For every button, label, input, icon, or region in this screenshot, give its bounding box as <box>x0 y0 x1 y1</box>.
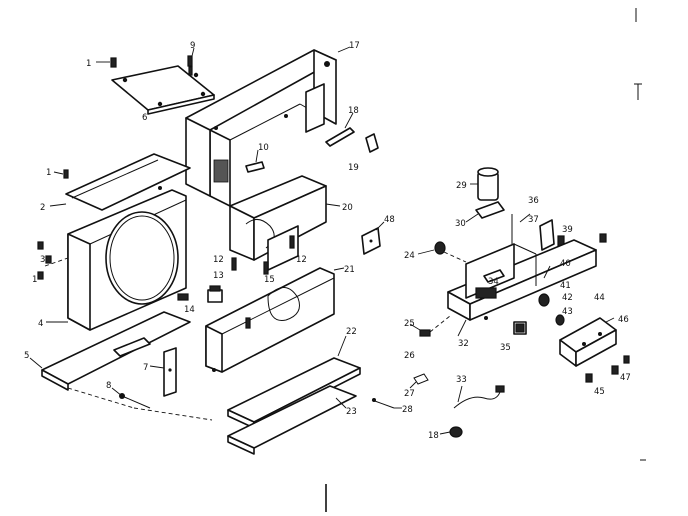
part-pin-28 <box>371 398 402 409</box>
label-7: 7 <box>143 363 148 373</box>
label-28: 28 <box>402 405 413 415</box>
label-18b: 18 <box>428 431 439 441</box>
label-20: 20 <box>342 203 353 213</box>
label-40: 40 <box>560 259 571 269</box>
label-45: 45 <box>594 387 605 397</box>
part-bracket-7 <box>149 347 177 397</box>
label-15: 15 <box>264 275 275 285</box>
part-base-pan-5 <box>29 311 213 421</box>
part-plate-48 <box>361 221 385 255</box>
label-43: 43 <box>562 307 573 317</box>
label-30: 30 <box>455 219 466 229</box>
part-switch-34 <box>483 269 505 283</box>
label-10: 10 <box>258 143 269 153</box>
part-screws-45-47 <box>585 355 630 383</box>
label-23: 23 <box>346 407 357 417</box>
label-4: 4 <box>38 319 43 329</box>
part-control-panel-46 <box>559 317 617 367</box>
part-clip-27 <box>409 373 429 389</box>
part-partition-21 <box>205 267 345 373</box>
label-35: 35 <box>500 343 511 353</box>
part-relay-35 <box>513 321 527 335</box>
label-19: 19 <box>348 163 359 173</box>
label-24: 24 <box>404 251 415 261</box>
label-41: 41 <box>560 281 571 291</box>
label-37: 37 <box>528 215 539 225</box>
part-shroud-front <box>46 189 187 331</box>
label-12: 12 <box>213 255 224 265</box>
label-46: 46 <box>618 315 629 325</box>
part-compressor-29 <box>470 167 499 201</box>
label-17: 17 <box>349 41 360 51</box>
label-26: 26 <box>404 351 415 361</box>
part-shroud-top <box>49 153 191 211</box>
part-screw-9 <box>187 47 195 76</box>
label-48: 48 <box>384 215 395 225</box>
label-1c: 1 <box>32 275 37 285</box>
callout-labels: 1 6 9 17 18 19 10 1 2 20 3 1 12 15 12 13… <box>24 41 631 441</box>
label-18: 18 <box>348 106 359 116</box>
label-21: 21 <box>344 265 355 275</box>
part-clip-25-26 <box>409 315 451 337</box>
part-top-plate <box>111 65 215 115</box>
part-power-cord-33 <box>453 385 505 409</box>
part-controls-40-43 <box>538 265 565 326</box>
part-tube-18 <box>325 112 355 147</box>
part-knob-18b <box>439 426 463 438</box>
label-22: 22 <box>346 327 357 337</box>
label-27: 27 <box>404 389 415 399</box>
label-2: 2 <box>40 203 45 213</box>
label-47: 47 <box>620 373 631 383</box>
label-34: 34 <box>488 277 499 287</box>
label-14: 14 <box>184 305 195 315</box>
label-29: 29 <box>456 181 467 191</box>
part-bracket-10 <box>245 149 265 173</box>
label-44: 44 <box>594 293 605 303</box>
part-screw-8 <box>111 387 151 409</box>
label-39: 39 <box>562 225 573 235</box>
margin-marks <box>325 8 646 512</box>
part-motor-13 <box>207 285 223 303</box>
part-clip-14 <box>177 293 189 301</box>
part-brackets-36-39 <box>511 213 607 251</box>
part-compressor-base-30 <box>465 201 505 223</box>
label-6: 6 <box>142 113 147 123</box>
part-chassis-32 <box>447 239 597 337</box>
label-8: 8 <box>106 381 111 391</box>
label-33: 33 <box>456 375 467 385</box>
label-3: 3 <box>40 255 45 265</box>
label-32: 32 <box>458 339 469 349</box>
label-9: 9 <box>190 41 195 51</box>
part-drain-pan-23 <box>227 385 357 455</box>
part-cabinet-cover <box>185 46 351 207</box>
label-42: 42 <box>562 293 573 303</box>
label-5: 5 <box>24 351 29 361</box>
label-1a: 1 <box>86 59 91 69</box>
part-screw-3 <box>37 241 69 280</box>
part-fittings-12-15 <box>231 235 295 275</box>
label-12b: 12 <box>296 255 307 265</box>
part-blower-housing <box>229 175 341 271</box>
part-block-19 <box>365 133 379 153</box>
part-knob-24 <box>417 241 467 263</box>
label-13: 13 <box>213 271 224 281</box>
label-25: 25 <box>404 319 415 329</box>
label-36: 36 <box>528 196 539 206</box>
part-screw-1a <box>96 57 117 68</box>
label-1b: 1 <box>46 168 51 178</box>
